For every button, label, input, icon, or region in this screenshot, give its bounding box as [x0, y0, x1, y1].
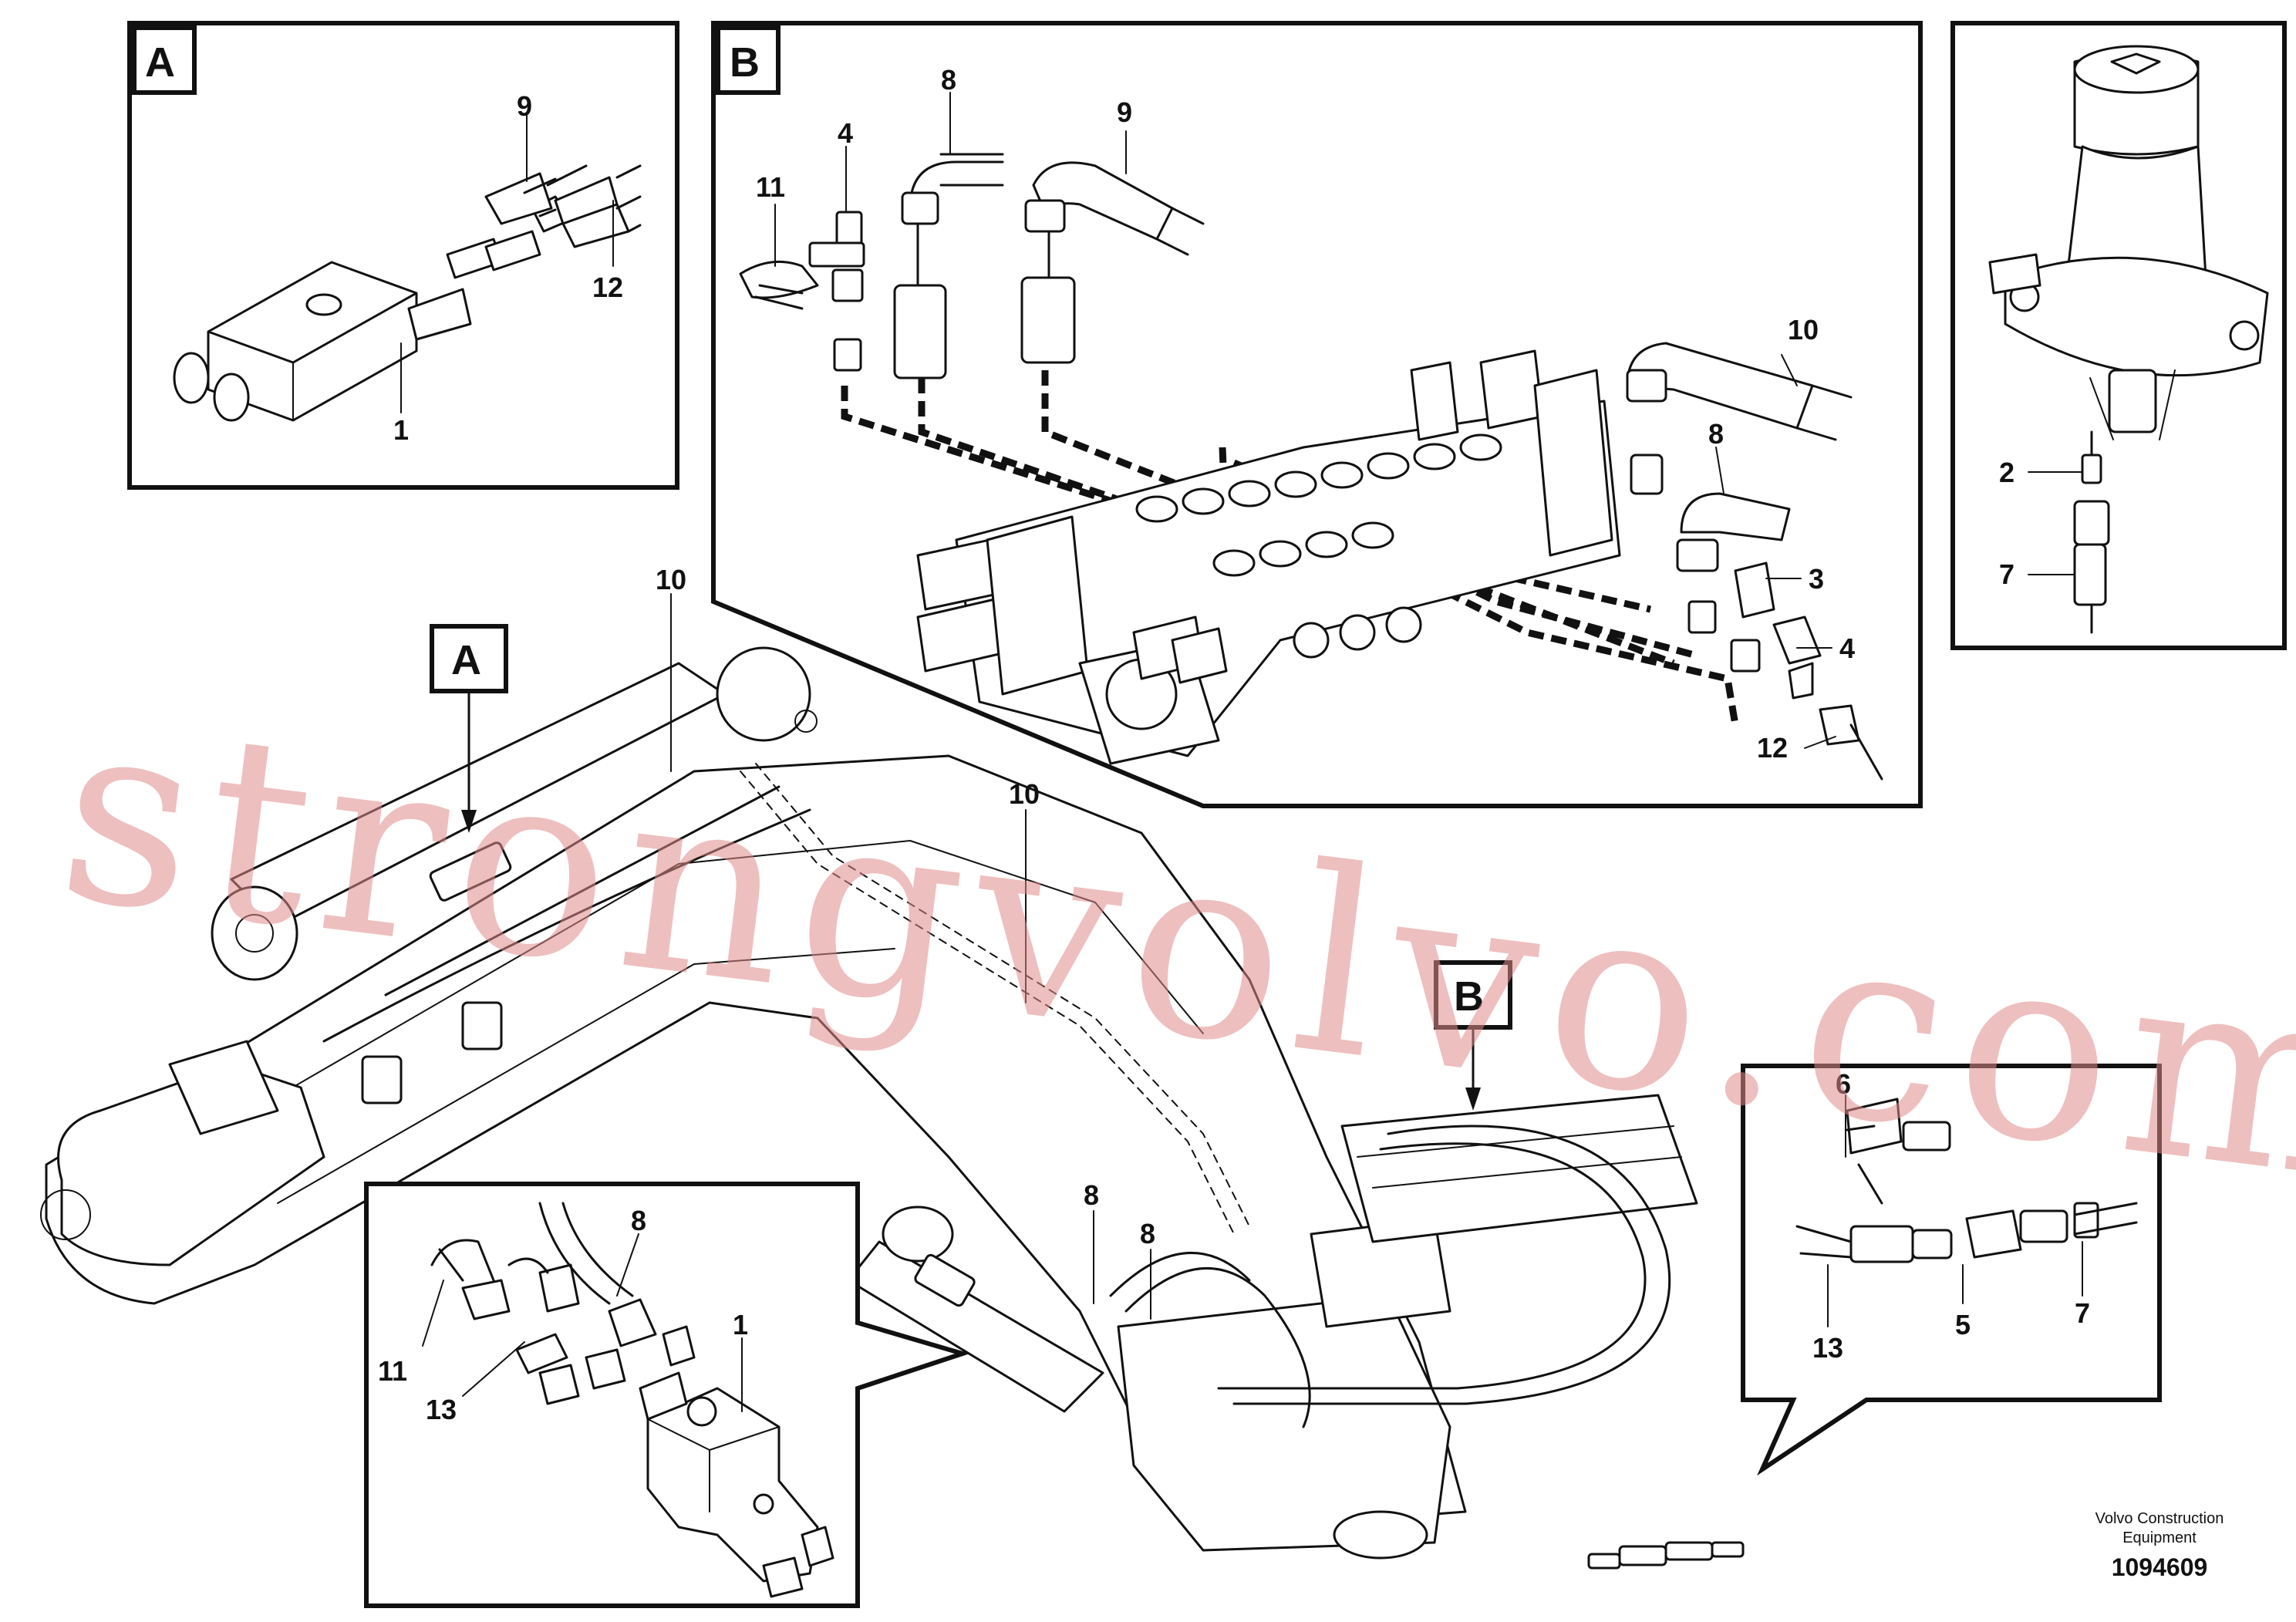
detail-tee-callout-6: 6	[1836, 1068, 1851, 1100]
panel-c-callout-7: 7	[1999, 558, 2014, 590]
detail-tee-callout-13: 13	[1812, 1332, 1843, 1364]
panel-a-letter-box	[132, 25, 197, 95]
panel-b-callout-9: 9	[1117, 96, 1132, 128]
detail-tee: 6 13 5 7	[1587, 1064, 2162, 1570]
manufacturer-line-2: Equipment	[2122, 1529, 2197, 1546]
main-callout-8-right: 8	[1140, 1218, 1155, 1249]
panel-b-letter-box	[716, 25, 781, 95]
panel-b-callout-3: 3	[1809, 563, 1824, 595]
panel-a-callout-1: 1	[393, 414, 409, 446]
detail-valve-callout-8: 8	[631, 1205, 646, 1236]
panel-b-fitting-4	[808, 211, 865, 372]
panel-b-callout-4-top: 4	[838, 117, 853, 149]
main-callout-10-center: 10	[1009, 778, 1040, 810]
panel-b-callout-11: 11	[756, 171, 785, 203]
panel-c-filter-part	[1988, 45, 2269, 634]
panel-a-valve-part	[173, 164, 642, 422]
panel-b-callout-4-right: 4	[1839, 632, 1855, 664]
detail-valve-callout-13: 13	[426, 1394, 457, 1425]
marker-a: A	[451, 637, 481, 683]
panel-c: 2 7	[1950, 21, 2287, 650]
boom-assembly	[40, 646, 1698, 1560]
panel-b-hose-8-right	[1676, 492, 1791, 634]
detail-tee-lead-part	[1587, 1541, 1745, 1570]
panel-c-callout-2: 2	[1999, 457, 2014, 488]
panel-a-letter: A	[145, 39, 175, 86]
panel-b-spool-row	[1135, 433, 1502, 659]
panel-b-callout-10: 10	[1788, 314, 1819, 346]
panel-b-hose-9	[1020, 161, 1205, 364]
detail-valve-callout-1: 1	[733, 1309, 748, 1340]
main-markers: A B 10 10 8 8	[430, 564, 1512, 1320]
manufacturer-line-1: Volvo Construction	[2095, 1510, 2224, 1527]
panel-a: A 9 12 1	[127, 21, 679, 490]
panel-a-callout-12: 12	[592, 271, 623, 303]
footer: Volvo Construction Equipment 1094609	[2095, 1510, 2224, 1581]
main-callout-8-left: 8	[1084, 1179, 1099, 1211]
marker-b-box	[1434, 960, 1512, 1030]
detail-tee-frame	[1741, 1064, 2162, 1476]
panel-b-hose-8	[893, 153, 1004, 379]
panel-a-callout-9: 9	[517, 90, 532, 122]
panel-b-fittings-3-4-12	[1730, 561, 1883, 781]
panel-b-fitting-11	[739, 260, 819, 310]
panel-b-callout-8-right: 8	[1708, 418, 1724, 450]
panel-b-callout-12: 12	[1757, 732, 1788, 764]
panel-b-frame	[711, 21, 1923, 808]
marker-b: B	[1454, 973, 1484, 1020]
detail-tee-part	[1795, 1098, 2138, 1263]
panel-b-control-valve-part	[916, 349, 1621, 765]
detail-valve: 8 1 11 13	[364, 1182, 971, 1608]
panel-b-hose-10	[1626, 342, 1853, 495]
detail-valve-part	[430, 1202, 834, 1598]
drawing-number: 1094609	[2112, 1553, 2208, 1581]
panel-b-letter: B	[730, 39, 760, 86]
detail-tee-callout-7: 7	[2075, 1297, 2090, 1329]
panel-b-callout-8-top: 8	[941, 64, 956, 96]
detail-valve-callout-11: 11	[378, 1355, 407, 1387]
panel-b: B	[711, 21, 1923, 808]
main-callout-10-left: 10	[656, 564, 686, 595]
detail-tee-callout-5: 5	[1955, 1309, 1971, 1340]
